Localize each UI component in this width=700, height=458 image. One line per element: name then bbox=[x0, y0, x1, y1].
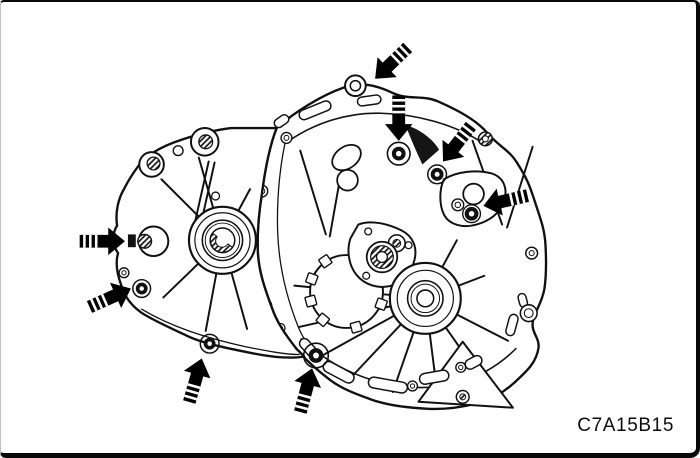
transaxle-diagram: Transaxle gear case and clutch housing l… bbox=[79, 37, 548, 416]
bolt-arrow-top-icon bbox=[365, 37, 418, 89]
bolt-arrow-bottom-left-icon bbox=[176, 354, 216, 406]
shift-opening bbox=[331, 144, 362, 192]
side-bolt-boss bbox=[127, 225, 170, 258]
top-bolt-bosses bbox=[138, 127, 221, 201]
mount-bracket bbox=[439, 170, 507, 228]
rim-slots bbox=[273, 94, 529, 394]
bolt-upper-right bbox=[427, 164, 448, 185]
figure-code: C7A15B15 bbox=[577, 415, 674, 436]
gear-case bbox=[112, 126, 306, 359]
bolt-right bbox=[462, 204, 482, 224]
output-bearing-boss bbox=[187, 205, 258, 275]
input-shaft-assembly bbox=[347, 221, 417, 288]
bolt-upper-center bbox=[386, 141, 411, 166]
bolt-targets bbox=[132, 141, 482, 369]
shadow-wedge bbox=[405, 125, 440, 165]
bolt-left-lower bbox=[132, 278, 152, 299]
bolt-bottom-center bbox=[302, 342, 330, 369]
bolt-bottom-left bbox=[199, 333, 220, 354]
bearing-boss bbox=[388, 261, 462, 335]
